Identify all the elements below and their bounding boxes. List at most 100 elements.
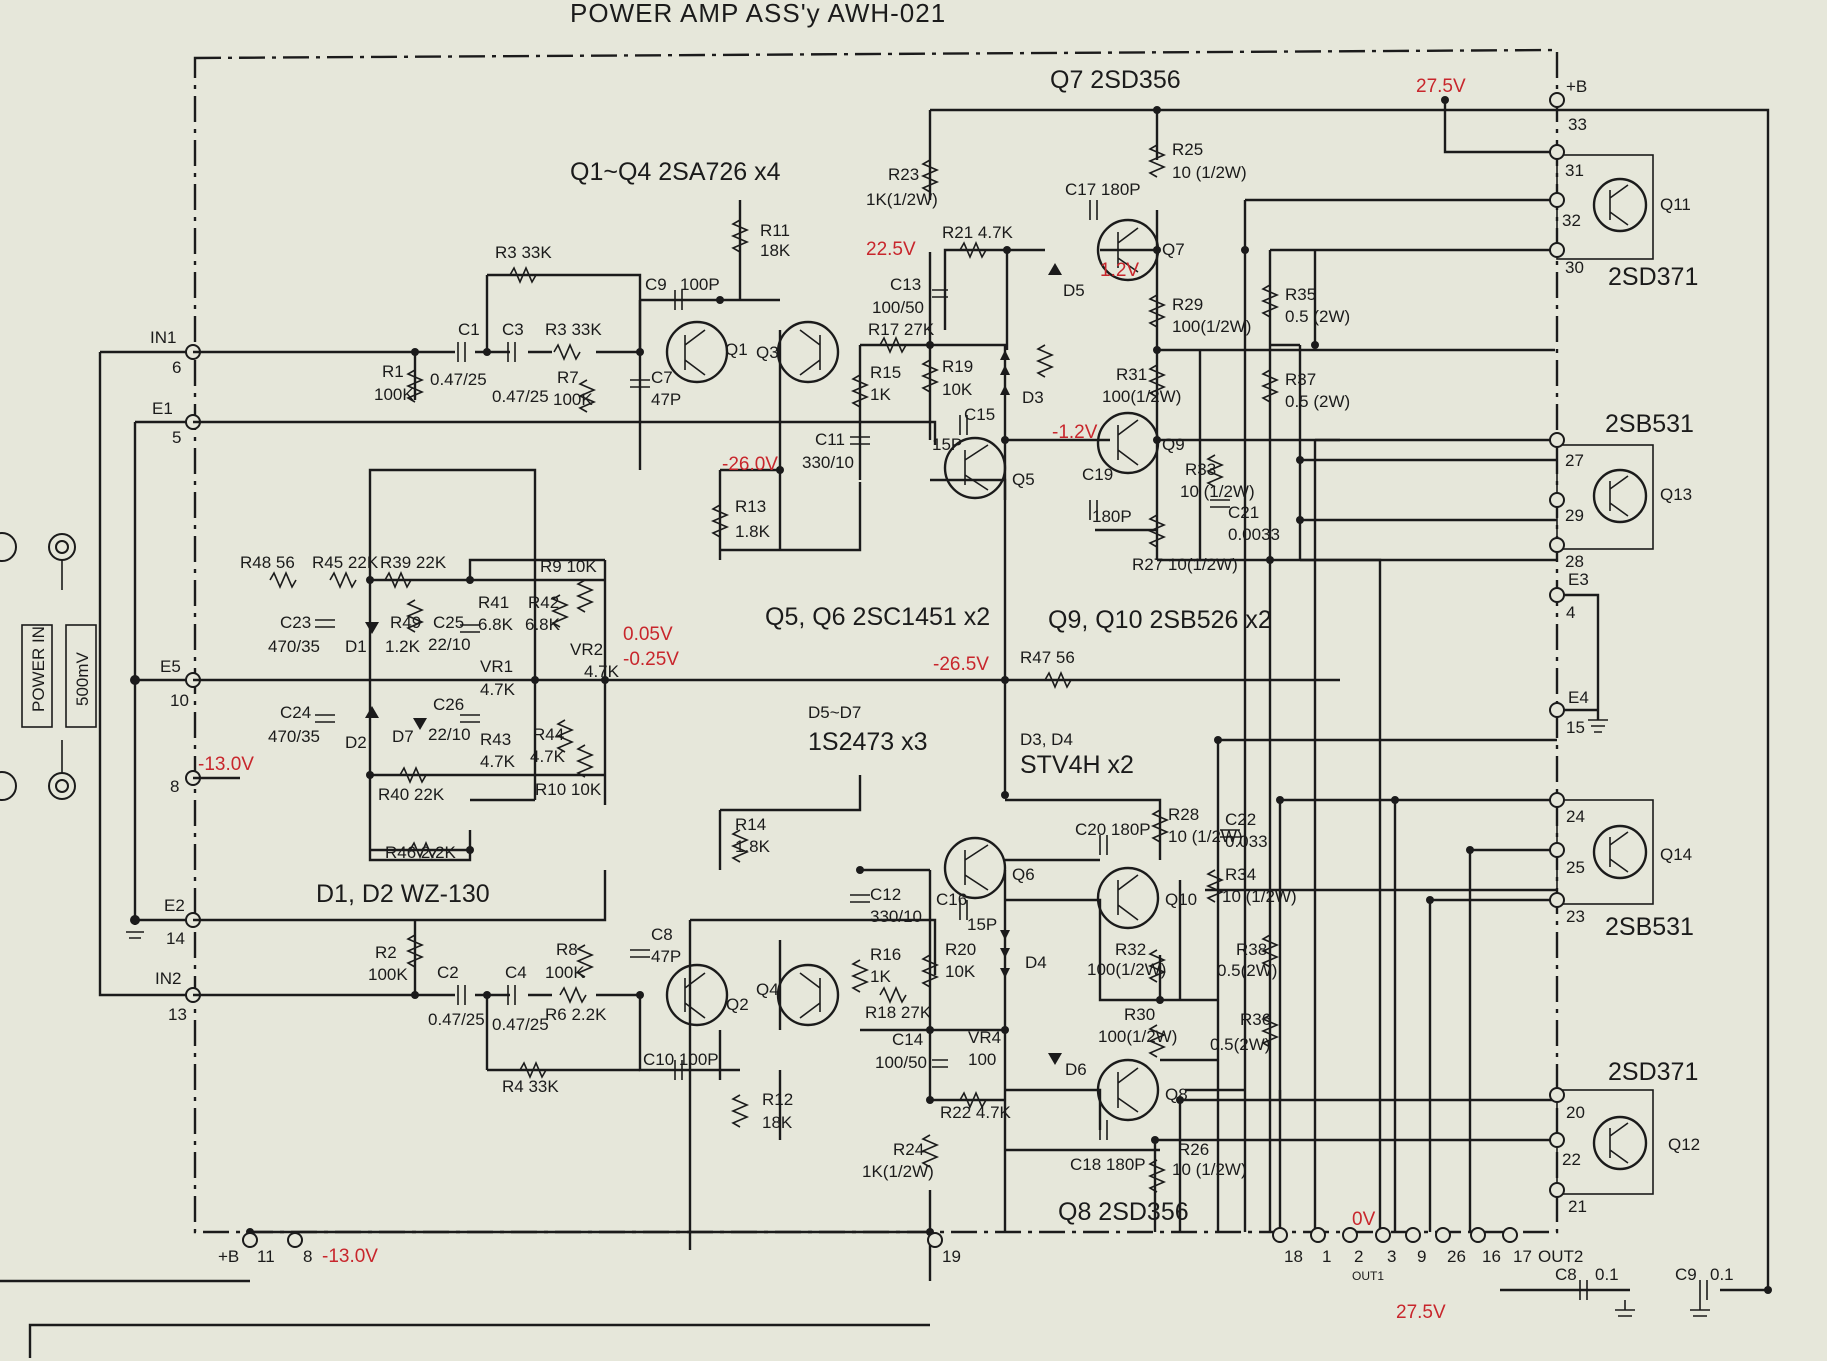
pin-num-10: 10 [170, 691, 189, 710]
transistors [665, 154, 1654, 1195]
bpin-11: 11 [257, 1247, 275, 1266]
lbl-q10: Q10 [1165, 890, 1197, 909]
lbl-r24-value: 1K(1/2W) [862, 1162, 934, 1181]
volt-minus-26-0: -26.0V [722, 454, 778, 475]
bpin-18: 18 [1284, 1247, 1303, 1266]
lbl-c10: C10 100P [643, 1050, 719, 1069]
right-terminal-pins: +B 33 31 32 30 27 29 28 E3 4 E4 15 24 25… [1549, 77, 1589, 1216]
lbl-c20: C20 180P [1075, 820, 1151, 839]
lbl-r15: R15 [870, 363, 901, 382]
lbl-r8-value: 100K [545, 963, 585, 982]
lbl-q7: Q7 [1162, 240, 1185, 259]
lbl-c9: C9 [645, 275, 667, 294]
lbl-r33: R33 [1185, 460, 1216, 479]
lbl-c26-value: 22/10 [428, 725, 471, 744]
lbl-d1: D1 [345, 637, 367, 656]
lbl-c3: C3 [502, 320, 524, 339]
lbl-r41-value: 6.8K [478, 615, 514, 634]
lbl-d6: D6 [1065, 1060, 1087, 1079]
lbl-q3: Q3 [756, 343, 779, 362]
lbl-c11-value: 330/10 [802, 453, 854, 472]
power-in-level: 500mV [73, 651, 92, 706]
lbl-vr1-value: 4.7K [480, 680, 516, 699]
lbl-r49: R49 [390, 613, 421, 632]
lbl-r7-value: 100K [553, 390, 593, 409]
lbl-c19: C19 [1082, 465, 1113, 484]
lbl-r25: R25 [1172, 140, 1203, 159]
lbl-c13-value: 100/50 [872, 298, 924, 317]
lbl-q14: Q14 [1660, 845, 1692, 864]
lbl-q9: Q9 [1162, 435, 1185, 454]
volt-minus-0-25: -0.25V [623, 649, 679, 670]
pin-name-e2: E2 [164, 896, 185, 915]
lbl-r38: R38 [1236, 940, 1267, 959]
volt-minus-1-2: -1.2V [1052, 422, 1098, 443]
pin-num-13: 13 [168, 1005, 187, 1024]
rpin-25: 25 [1566, 858, 1585, 877]
lbl-c4: C4 [505, 963, 527, 982]
diodes [365, 263, 1062, 1065]
bpin-out2: OUT2 [1538, 1247, 1583, 1266]
lbl-c14-value: 100/50 [875, 1053, 927, 1072]
bpin-2: 2 [1354, 1247, 1363, 1266]
lbl-r2: R2 [375, 943, 397, 962]
power-in-label: POWER IN [29, 626, 48, 712]
lbl-r24: R24 [893, 1140, 924, 1159]
lbl-r49-value: 1.2K [385, 637, 421, 656]
lbl-r7: R7 [557, 368, 579, 387]
pin-name-e1: E1 [152, 399, 173, 418]
lbl-r44-value: 4.7K [530, 747, 566, 766]
lbl-r1-value: 100K [374, 385, 414, 404]
lbl-r20: R20 [945, 940, 976, 959]
lbl-r10: R10 10K [535, 780, 602, 799]
pin-num-6: 6 [172, 358, 181, 377]
rpin-32: 32 [1562, 211, 1581, 230]
lbl-c11: C11 [815, 430, 845, 449]
lbl-q4: Q4 [756, 980, 779, 999]
heading-d5-d7: D5~D7 [808, 703, 861, 722]
volt-minus-26-5: -26.5V [933, 654, 989, 675]
rpin-e4: E4 [1568, 688, 1589, 707]
lbl-r18: R18 27K [865, 1003, 932, 1022]
lbl-r25-value: 10 (1/2W) [1172, 163, 1247, 182]
rpin-plus-b: +B [1566, 77, 1587, 96]
lbl-r36: R36 [1240, 1010, 1271, 1029]
bpin-16: 16 [1482, 1247, 1501, 1266]
bpin-19: 19 [942, 1247, 961, 1266]
lbl-c17: C17 180P [1065, 180, 1141, 199]
rpin-29: 29 [1565, 506, 1584, 525]
volt-0: 0V [1352, 1209, 1376, 1230]
lbl-r29-value: 100(1/2W) [1172, 317, 1251, 336]
lbl-r15-value: 1K [870, 385, 891, 404]
lbl-r26: R26 [1178, 1140, 1209, 1159]
lbl-r33-value: 10 (1/2W) [1180, 482, 1255, 501]
lbl-r31: R31 [1116, 365, 1147, 384]
lbl-q8: Q8 [1165, 1085, 1188, 1104]
lbl-c24-value: 470/35 [268, 727, 320, 746]
volt-minus-13-left: -13.0V [198, 754, 254, 775]
rpin-24: 24 [1566, 807, 1585, 826]
heading-q11-part: 2SD371 [1608, 263, 1698, 291]
lbl-r17: R17 27K [868, 320, 935, 339]
lbl-r21: R21 4.7K [942, 223, 1014, 242]
lbl-c13: C13 [890, 275, 921, 294]
lbl-c22: C22 [1225, 810, 1256, 829]
rpin-27: 27 [1565, 451, 1584, 470]
lbl-r23-value: 1K(1/2W) [866, 190, 938, 209]
lbl-d7: D7 [392, 727, 414, 746]
lbl-q2: Q2 [726, 995, 749, 1014]
lbl-r16-value: 1K [870, 967, 891, 986]
pin-name-in2: IN2 [155, 969, 181, 988]
resistors [269, 144, 1280, 1193]
rpin-33: 33 [1568, 115, 1587, 134]
lbl-r37-value: 0.5 (2W) [1285, 392, 1350, 411]
heading-q7: Q7 2SD356 [1050, 66, 1181, 94]
volt-minus-13-bottom: -13.0V [322, 1246, 378, 1267]
lbl-r1: R1 [382, 362, 404, 381]
lbl-r28-value: 10 (1/2W) [1168, 827, 1243, 846]
lbl-r14-value: 1.8K [735, 837, 771, 856]
rpin-20: 20 [1566, 1103, 1585, 1122]
lbl-c15: C15 [964, 405, 995, 424]
lbl-q12: Q12 [1668, 1135, 1700, 1154]
lbl-c14: C14 [892, 1030, 923, 1049]
